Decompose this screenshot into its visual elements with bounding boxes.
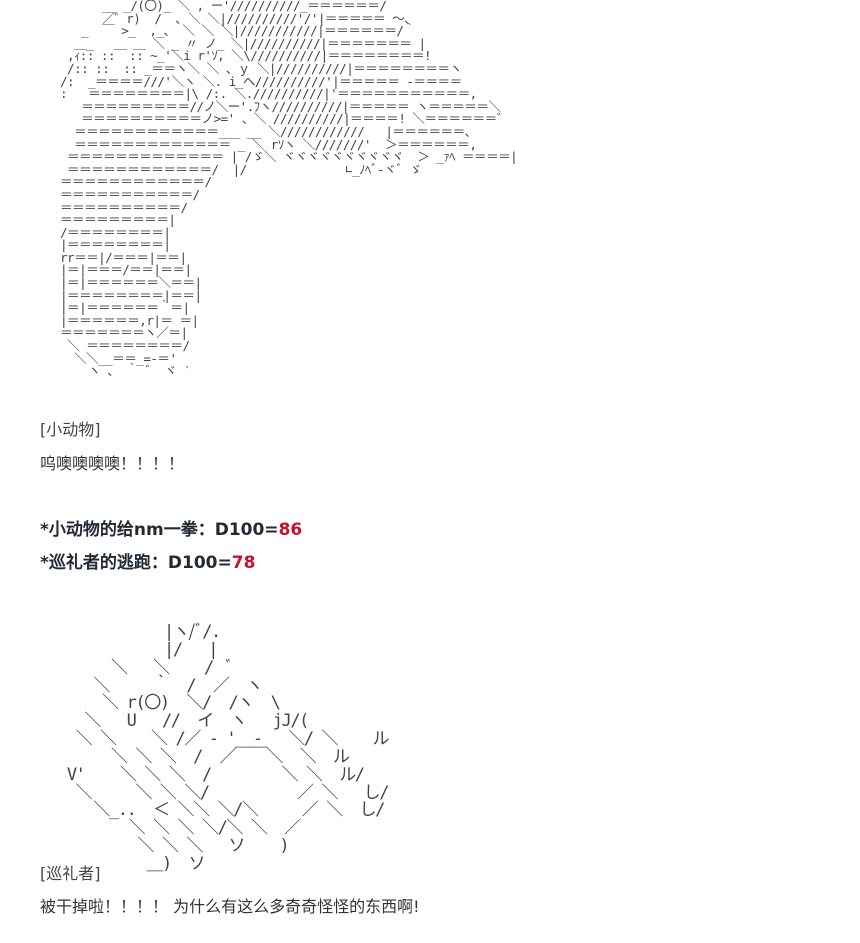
speaker-label-creature: [小动物] — [40, 420, 101, 439]
speaker-label-pilgrim: [巡礼者] — [40, 864, 101, 883]
dice-roll-escape: *巡礼者的逃跑：D100=78 — [40, 548, 255, 573]
ascii-art-creature: __ _/(〇)_ ＼ , ー'//////////_＝＝＝＝＝＝/ ／゛r) … — [60, 0, 518, 379]
dice-roll-punch-label: *小动物的给nm一拳：D100= — [40, 520, 279, 540]
dice-roll-punch: *小动物的给nm一拳：D100=86 — [40, 515, 302, 540]
dice-roll-escape-value: 78 — [231, 553, 256, 573]
dialog-line-pilgrim: 被干掉啦！！！！ 为什么有这么多奇奇怪怪的东西啊! — [40, 897, 420, 916]
ascii-art-pilgrim: |ヽ/ﾞ/. |/ | ＼ ＼ / ﾞ ＼ ｀ / ／ ヽ ＼ r(〇) ＼/ … — [66, 622, 390, 874]
dialog-line-creature: 呜噢噢噢噢！！！！ — [40, 454, 185, 473]
dice-roll-escape-label: *巡礼者的逃跑：D100= — [40, 553, 232, 573]
dice-roll-punch-value: 86 — [278, 520, 303, 540]
